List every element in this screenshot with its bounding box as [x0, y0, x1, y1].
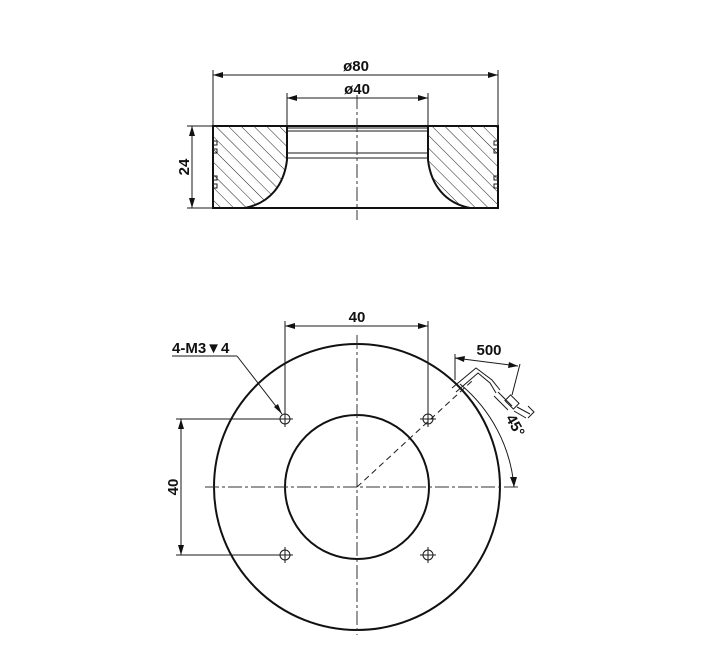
section-view: ø80 ø40 24 [176, 58, 499, 220]
dim-hole-spacing-left: 40 [165, 418, 277, 556]
left-side-notches [213, 140, 218, 189]
height-label: 24 [176, 158, 193, 175]
dim-hole-spacing-top: 40 [284, 309, 429, 411]
mounting-hole [420, 411, 436, 427]
thread-callout: 4-M3▼4 [172, 340, 283, 415]
hole-spacing-left-label: 40 [165, 479, 182, 496]
cable-angle-label: 45° [502, 412, 528, 440]
right-hatch-region [428, 126, 498, 208]
outer-diameter-label: ø80 [343, 58, 369, 75]
cable-outlet [451, 367, 535, 419]
right-bore-profile [427, 126, 471, 209]
mounting-hole [277, 411, 293, 427]
dim-height: 24 [176, 125, 213, 209]
right-side-notches [493, 140, 498, 189]
cable-length-label: 500 [476, 342, 501, 359]
mounting-holes [277, 411, 436, 563]
dim-cable-length: 500 [454, 342, 521, 396]
left-hatch-region [213, 126, 287, 208]
dim-outer-diameter: ø80 [212, 58, 499, 126]
thread-label: 4-M3▼4 [172, 340, 230, 357]
inner-diameter-label: ø40 [344, 81, 370, 98]
cable-connector [504, 394, 520, 410]
plan-view: 40 40 4-M3▼4 45° [165, 309, 535, 635]
mounting-hole [277, 547, 293, 563]
dim-inner-diameter: ø40 [286, 81, 429, 126]
hole-spacing-top-label: 40 [349, 309, 366, 326]
left-bore-profile [244, 126, 288, 209]
mounting-hole [420, 547, 436, 563]
